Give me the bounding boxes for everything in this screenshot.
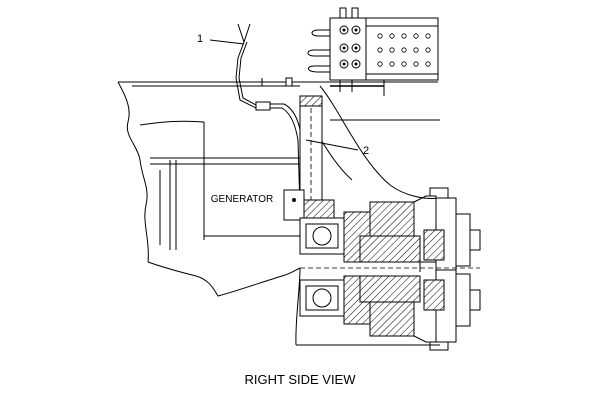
speed-sensor — [283, 95, 335, 221]
callout-1-label: 1 — [197, 33, 203, 45]
bearing-assembly — [296, 187, 481, 351]
engine-housing — [117, 81, 441, 346]
wiring-harness — [235, 23, 305, 211]
callout-2-label: 2 — [363, 145, 369, 157]
terminal-block — [307, 7, 439, 96]
view-caption: RIGHT SIDE VIEW — [245, 372, 357, 387]
generator-label: GENERATOR — [211, 194, 273, 205]
leader-lines — [209, 39, 359, 151]
